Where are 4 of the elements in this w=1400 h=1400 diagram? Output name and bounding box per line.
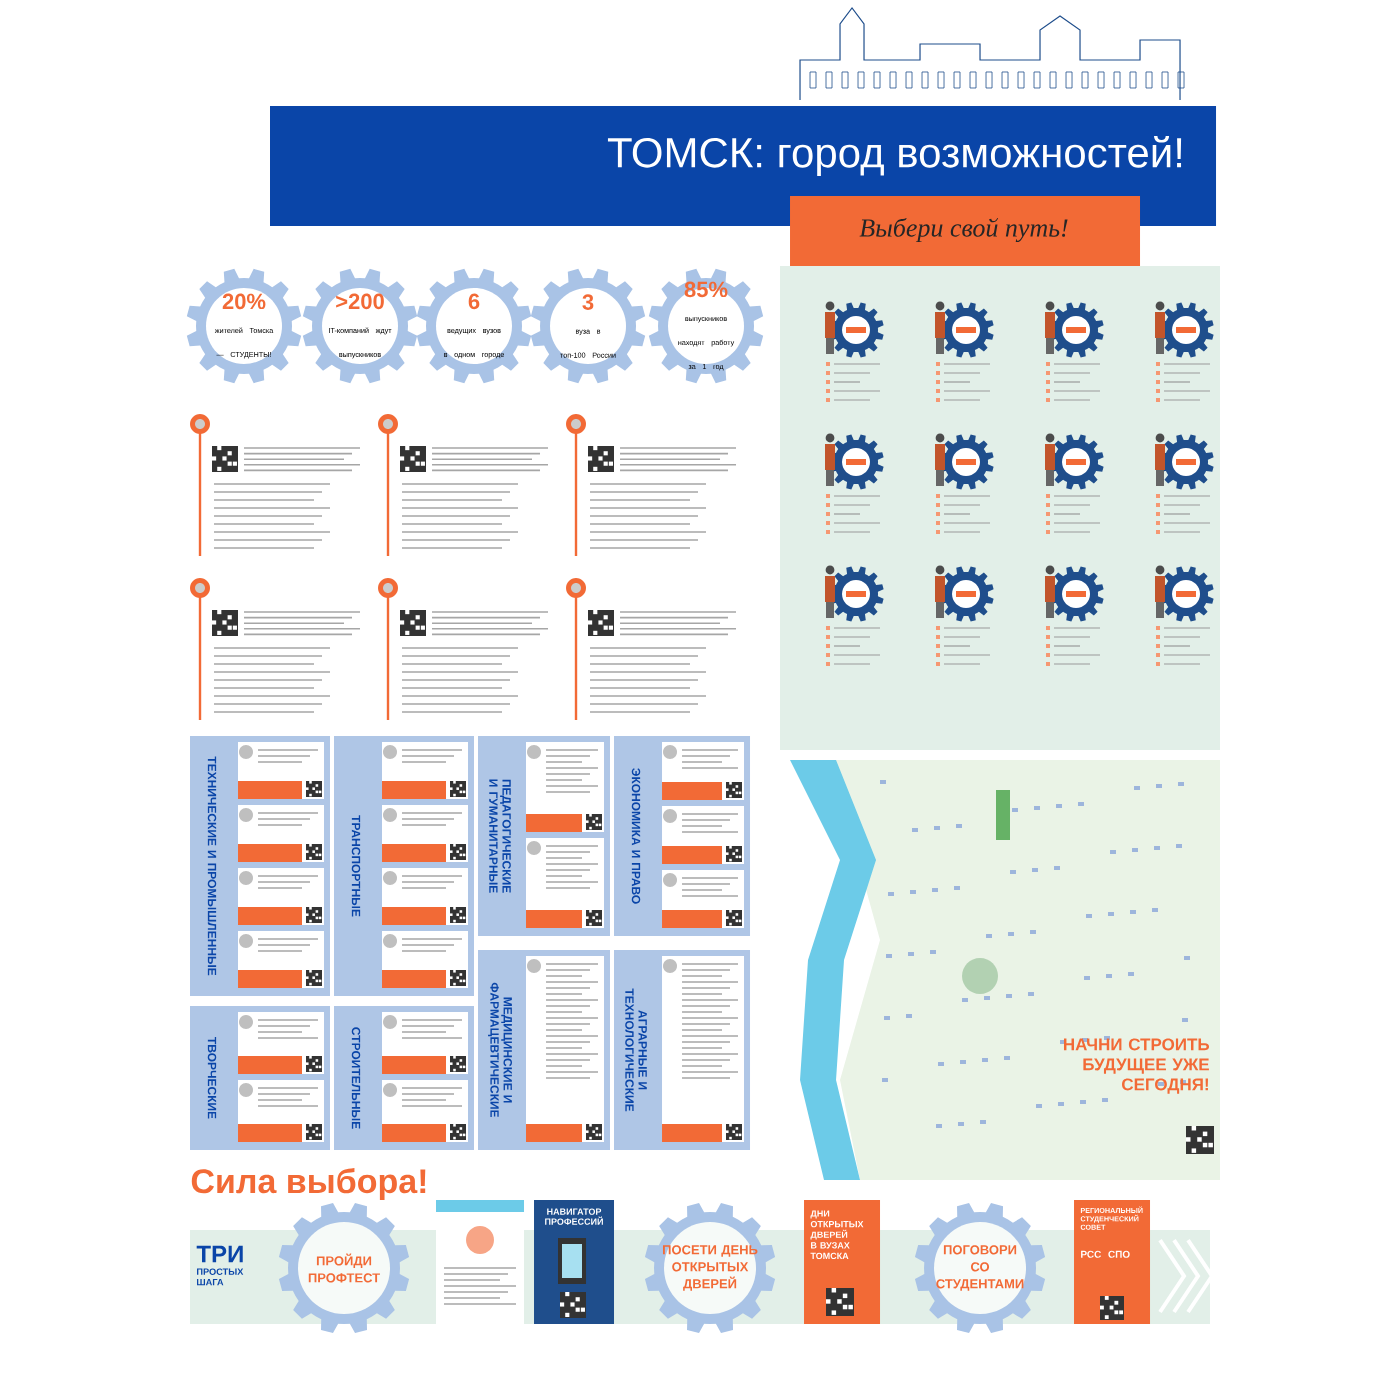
heading: ТРИ	[196, 1245, 243, 1263]
choice-banner: Выбери свой путь!	[790, 196, 1140, 266]
slogan: НАЧНИ СТРОИТЬ БУДУЩЕЕ УЖЕ СЕГОДНЯ!	[1064, 1038, 1209, 1094]
heading: Сила выбора!	[191, 1168, 426, 1200]
